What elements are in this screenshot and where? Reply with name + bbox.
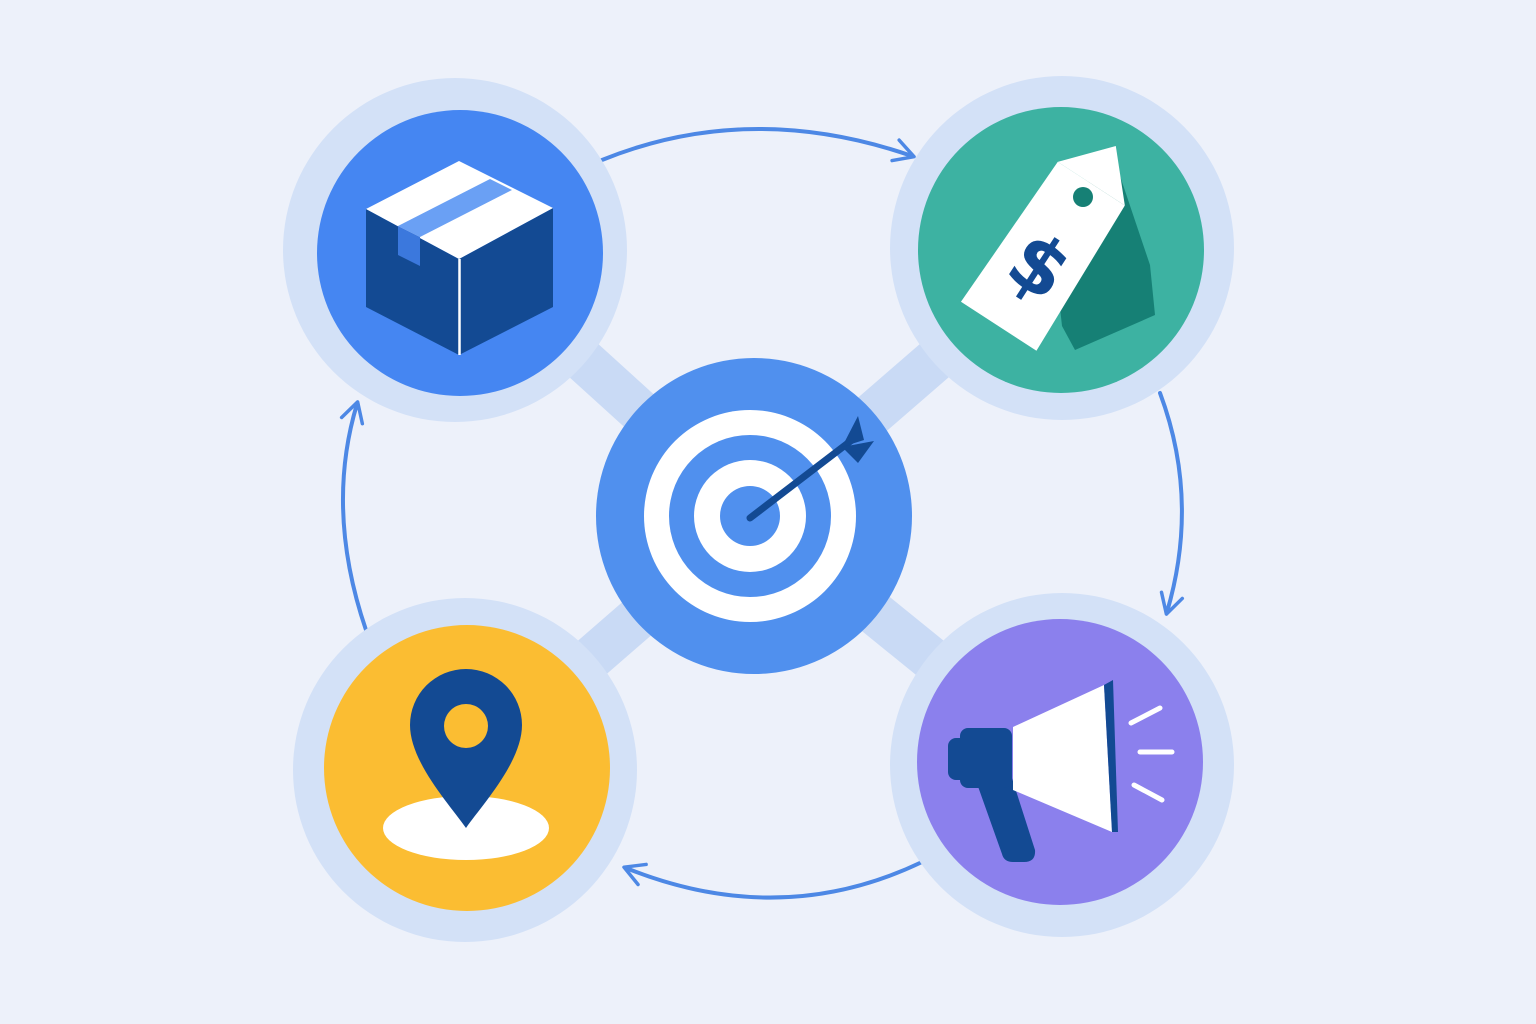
arrow-promotion-to-place bbox=[622, 860, 924, 900]
node-price: $ bbox=[890, 76, 1234, 420]
node-promotion bbox=[890, 593, 1234, 937]
location-pin-icon bbox=[383, 669, 549, 860]
arrow-product-to-price bbox=[600, 126, 916, 163]
target-icon bbox=[644, 410, 874, 622]
arrow-place-to-product bbox=[339, 400, 368, 632]
node-center-target bbox=[596, 358, 912, 674]
arrow-price-to-promotion bbox=[1158, 391, 1185, 616]
price-tag-icon: $ bbox=[960, 145, 1155, 351]
box-icon bbox=[366, 161, 553, 355]
node-product bbox=[283, 78, 627, 422]
node-place bbox=[293, 598, 637, 942]
megaphone-icon bbox=[948, 680, 1175, 862]
cycle-arrows bbox=[339, 126, 1185, 900]
